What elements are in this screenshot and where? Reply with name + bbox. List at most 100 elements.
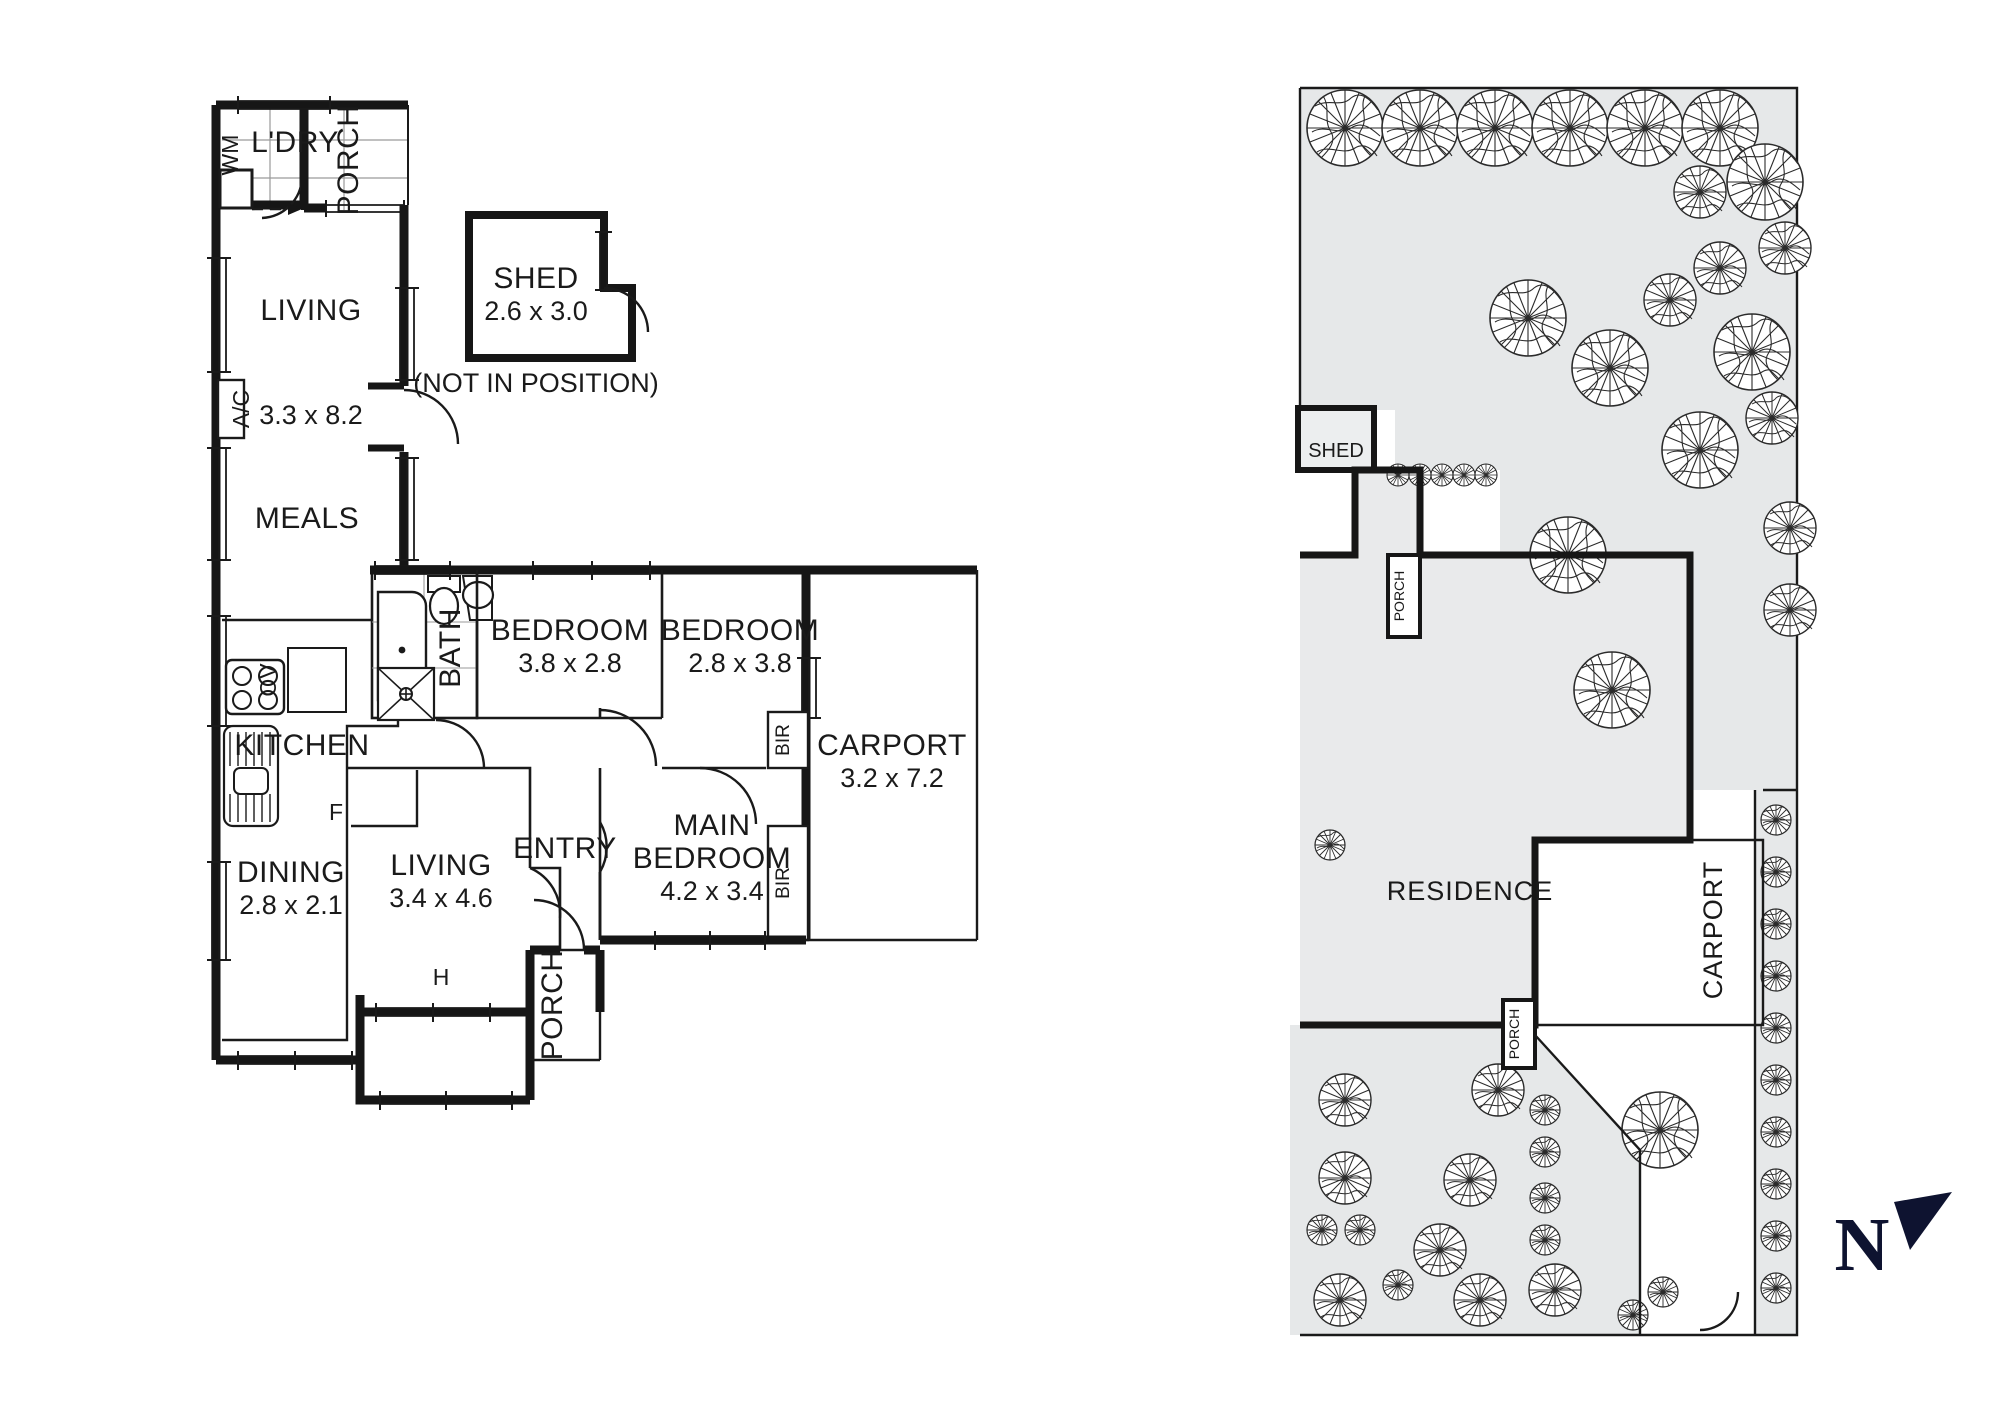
living-rear-label: LIVING: [260, 294, 361, 327]
kitchen-block: OV: [222, 618, 419, 1042]
bedroom2-block: BEDROOM 3.8 x 2.8: [475, 570, 664, 767]
main-bedroom-label-1: MAIN: [674, 809, 751, 842]
shed-door-swing: [603, 286, 650, 333]
bath-tub-drain: [398, 646, 406, 654]
main-bedroom-block: MAIN BEDROOM 4.2 x 3.4: [598, 768, 806, 950]
bir-1-box: [766, 710, 810, 770]
dining-living-block: DINING 2.8 x 2.1 LIVING 3.4 x 4.6: [216, 766, 532, 1070]
site-porch-south-box: [1501, 998, 1537, 1070]
shed-note: (NOT IN POSITION): [413, 368, 659, 398]
laundry-label: L'DRY: [251, 126, 339, 159]
built-in-robes: BIR BIR: [766, 710, 810, 942]
bedroom3-block: BEDROOM 2.8 x 3.8: [661, 614, 820, 825]
bedroom2-door-swing: [599, 708, 658, 767]
living-meals-block: A/C LIVING 3.3 x 8.2 MEALS: [207, 208, 460, 1060]
shed-window: [595, 231, 612, 291]
living-rear-dim: 3.3 x 8.2: [259, 400, 363, 430]
shed-block: SHED 2.6 x 3.0 (NOT IN POSITION): [413, 211, 659, 398]
main-bedroom-label-2: BEDROOM: [633, 842, 792, 875]
shed-dim: 2.6 x 3.0: [484, 296, 588, 326]
front-gate-swing: [1699, 1291, 1740, 1332]
dining-dim: 2.8 x 2.1: [239, 890, 343, 920]
carport-label: CARPORT: [817, 729, 967, 762]
bedroom3-label: BEDROOM: [661, 614, 820, 647]
front-porch-label: PORCH: [536, 950, 569, 1061]
living-front-south-window: [375, 1003, 491, 1022]
main-bedroom-dim: 4.2 x 3.4: [660, 876, 764, 906]
living-west-window-4: [207, 861, 231, 961]
fridge-label: F: [329, 799, 343, 825]
toilet: [427, 575, 461, 626]
front-living-window: [379, 1091, 513, 1110]
oven-box: [287, 647, 347, 713]
living-west-window-1: [207, 257, 231, 373]
dining-south-window: [237, 1051, 353, 1070]
site-plan-panel: SHED PORCH PORCH CARPORT RESIDENCE: [1290, 86, 1817, 1337]
bedroom3-east-window: [797, 657, 821, 719]
north-arrow-icon: [1894, 1192, 1952, 1250]
north-compass: N: [1835, 1192, 1952, 1287]
living-front-partition: [347, 766, 532, 868]
kitchen-sink: [222, 724, 280, 828]
site-carport: CARPORT: [1535, 555, 1765, 1027]
floor-plan-panel: WM L'DRY PORCH: [207, 96, 979, 1110]
dining-label: DINING: [237, 856, 345, 889]
entry-block: ENTRY PORCH: [513, 832, 617, 1062]
laundry-block: WM L'DRY PORCH: [211, 96, 409, 282]
laundry-window: [237, 96, 331, 114]
front-path-edge: [1534, 1034, 1642, 1335]
site-carport-outline: [1535, 838, 1765, 1027]
bir-1-label: BIR: [773, 724, 794, 756]
site-shed-box: [1295, 405, 1377, 473]
oven-label: OV: [255, 663, 281, 697]
living-front-label: LIVING: [390, 849, 491, 882]
kitchen-label: KITCHEN: [234, 729, 369, 762]
living-west-window-2: [207, 447, 231, 561]
residence-outline: [1300, 466, 1694, 1029]
living-front-dim: 3.4 x 4.6: [389, 883, 493, 913]
bathroom-block: BATH: [370, 561, 495, 769]
laundry-door-swing: [261, 177, 304, 220]
entry-west-edge: [530, 866, 562, 952]
cooktop: [224, 658, 286, 716]
rear-porch-label: PORCH: [332, 105, 365, 216]
site-porch-south-label: PORCH: [1506, 1009, 1522, 1060]
living-east-door-swing: [403, 388, 460, 445]
living-east-window-1: [395, 287, 419, 381]
ac-label: A/C: [228, 390, 254, 428]
shed-label: SHED: [493, 262, 578, 295]
bedroom2-north-window: [532, 561, 651, 580]
site-porch-south: PORCH: [1501, 998, 1537, 1070]
heater-label: H: [433, 964, 450, 990]
wm-label: WM: [217, 135, 243, 176]
entry-living-door-swing: [529, 866, 562, 919]
air-conditioner-unit: [216, 378, 246, 440]
shed-outline: [465, 211, 636, 362]
bir-2-label: BIR: [773, 867, 794, 899]
site-porch-north-label: PORCH: [1391, 571, 1407, 622]
site-carport-label: CARPORT: [1698, 861, 1728, 1000]
site-shed: SHED: [1295, 405, 1377, 473]
site-porch-north-box: [1386, 553, 1422, 639]
bath-door-swing: [435, 718, 486, 769]
site-boundary: [1298, 86, 1799, 1337]
fridge-recess: [351, 770, 419, 828]
bir-2-box: [766, 824, 810, 942]
site-residence-label: RESIDENCE: [1387, 876, 1554, 906]
meals-label: MEALS: [255, 502, 359, 535]
front-living-outer-wall: [355, 1060, 530, 1105]
entry-label: ENTRY: [513, 832, 617, 865]
kitchen-bench-outline: [222, 618, 400, 1042]
bath-label: BATH: [434, 608, 467, 688]
shower: [376, 666, 436, 722]
site-porch-north: PORCH: [1386, 553, 1422, 639]
laundry-tub: [218, 168, 254, 210]
carport-dim: 3.2 x 7.2: [840, 763, 944, 793]
bedroom3-dim: 2.8 x 3.8: [688, 648, 792, 678]
bedroom2-label: BEDROOM: [491, 614, 650, 647]
main-bedroom-door-swing: [598, 821, 608, 873]
compass-n-letter: N: [1835, 1203, 1890, 1287]
laundry-threshold: [252, 203, 304, 215]
